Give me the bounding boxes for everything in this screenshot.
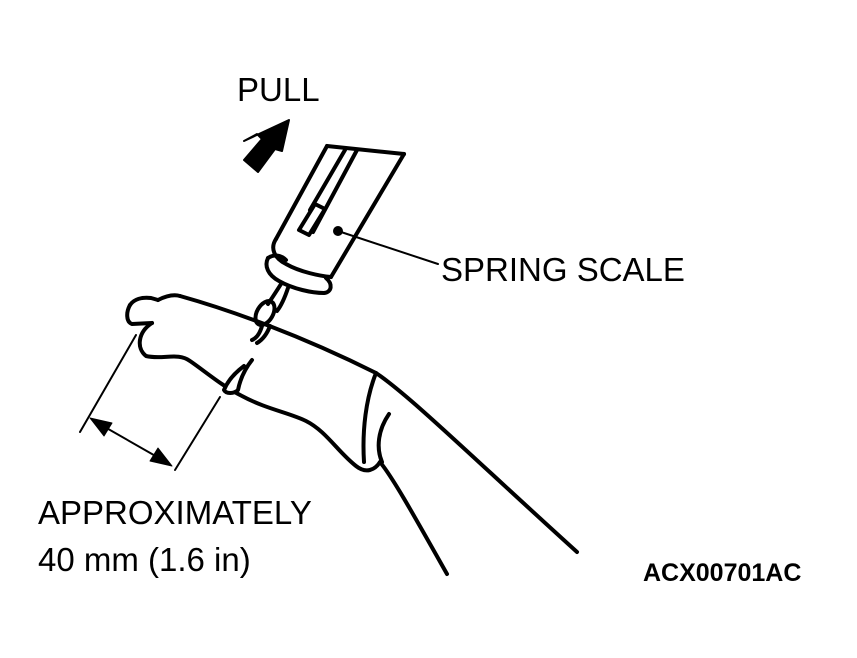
- distance-label-line1: APPROXIMATELY: [38, 494, 312, 531]
- distance-label-line2: 40 mm (1.6 in): [38, 541, 251, 578]
- pull-label: PULL: [237, 71, 320, 108]
- figure-code: ACX00701AC: [643, 559, 802, 587]
- spring-scale: [250, 144, 439, 345]
- pull-arrow: [243, 119, 290, 173]
- spring-scale-label: SPRING SCALE: [441, 251, 685, 288]
- dimension-indicator: [79, 334, 221, 471]
- brake-lever: [125, 293, 579, 576]
